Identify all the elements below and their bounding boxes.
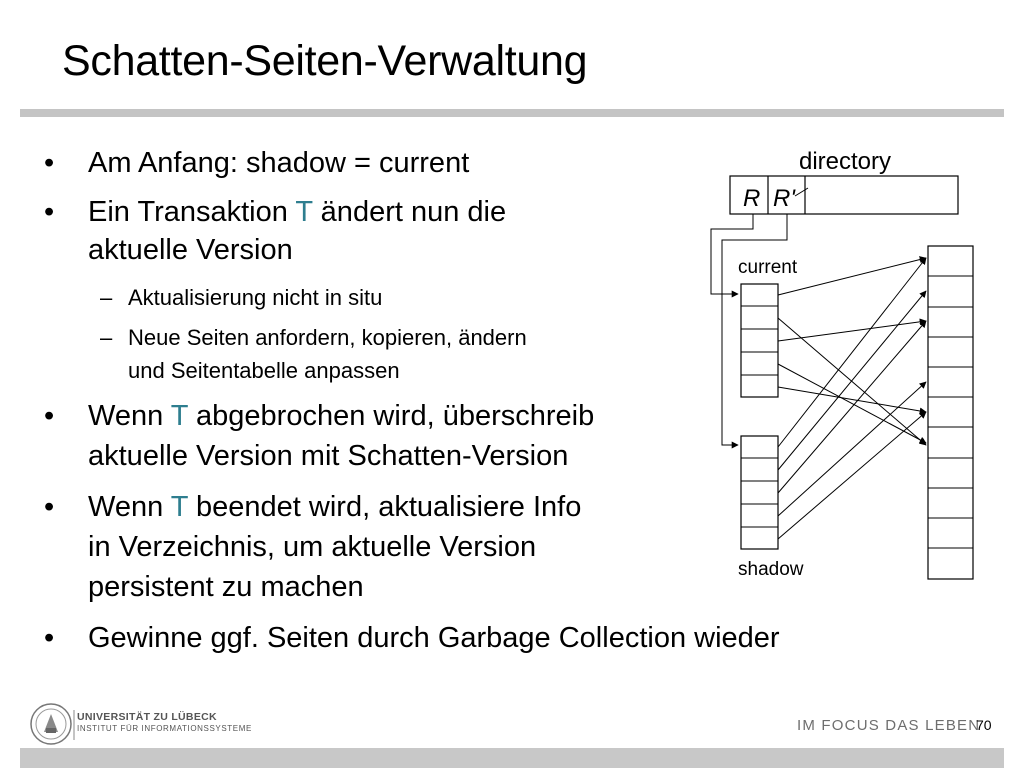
transaction-symbol: T <box>295 196 313 228</box>
footer-bar <box>20 748 1004 768</box>
transaction-symbol: T <box>170 491 188 523</box>
bullet-text-line: aktuelle Version <box>88 234 293 266</box>
bullet-text: Wenn T beendet wird, aktualisiere Info <box>88 488 581 526</box>
bullet-text: Am Anfang: shadow = current <box>88 147 470 179</box>
r-label: R <box>743 185 760 212</box>
bullet-text-part: Wenn <box>88 491 171 523</box>
current-page-table <box>740 283 779 398</box>
directory-box <box>729 175 959 215</box>
institute-name: INSTITUT FÜR INFORMATIONSSYSTEME <box>77 724 252 733</box>
bullet-text: Wenn T abgebrochen wird, überschreib <box>88 397 594 435</box>
bullet-text: Gewinne ggf. Seiten durch Garbage Collec… <box>88 622 780 654</box>
shadow-page-pointers <box>777 257 927 540</box>
bullet-symbol: • <box>44 147 55 179</box>
bullet-text-line: persistent zu machen <box>88 571 364 603</box>
bullet-symbol: • <box>44 400 55 432</box>
bullet-text-line: in Verzeichnis, um aktuelle Version <box>88 531 537 563</box>
r-pointer-to-current <box>710 214 754 298</box>
dash-symbol: – <box>100 285 113 310</box>
bullet-symbol: • <box>44 622 55 654</box>
university-seal-icon <box>30 703 75 745</box>
current-page-pointers <box>777 256 927 446</box>
sub-bullet-text: Aktualisierung nicht in situ <box>128 285 383 310</box>
bullet-text-part: Wenn <box>88 400 171 432</box>
title-divider <box>20 109 1004 117</box>
r-prime-pointer-to-shadow <box>721 214 788 449</box>
transaction-symbol: T <box>170 400 188 432</box>
sub-bullet-text: Neue Seiten anfordern, kopieren, ändern <box>128 325 527 350</box>
bullet-symbol: • <box>44 491 55 523</box>
directory-label: directory <box>799 148 891 175</box>
current-label: current <box>738 257 798 278</box>
footer-motto: IM FOCUS DAS LEBEN <box>797 717 981 734</box>
shadow-page-table <box>740 435 779 550</box>
bullet-text-part: abgebrochen wird, überschreib <box>187 400 595 432</box>
bullet-text-part: Ein Transaktion <box>88 196 296 228</box>
page-number: 70 <box>976 717 992 733</box>
bullet-text: Ein Transaktion T ändert nun die <box>88 193 506 231</box>
shadow-paging-diagram: directory R R' current shadow <box>710 148 974 580</box>
sub-bullet-text-line: und Seitentabelle anpassen <box>128 358 400 383</box>
r-prime-label: R' <box>773 185 796 212</box>
bullet-symbol: • <box>44 196 55 228</box>
shadow-label: shadow <box>738 559 804 580</box>
bullet-text-part: ändert nun die <box>312 196 507 228</box>
dash-symbol: – <box>100 325 113 350</box>
slide-title: Schatten-Seiten-Verwaltung <box>62 37 588 85</box>
bullet-text-line: aktuelle Version mit Schatten-Version <box>88 440 569 472</box>
disk-pages <box>927 245 974 580</box>
university-name: UNIVERSITÄT ZU LÜBECK <box>77 711 217 723</box>
directory-pointer <box>794 187 809 197</box>
bullet-text-part: beendet wird, aktualisiere Info <box>187 491 582 523</box>
